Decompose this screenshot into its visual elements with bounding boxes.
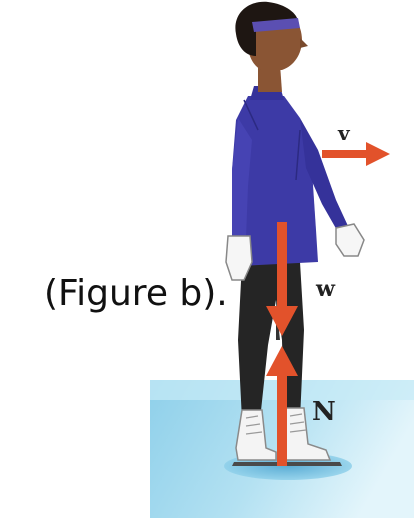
skater-head [235, 2, 308, 92]
normal-force-label: N [312, 397, 336, 427]
velocity-arrow: v [322, 121, 390, 166]
velocity-label: v [337, 121, 351, 145]
weight-label: w [315, 276, 336, 302]
